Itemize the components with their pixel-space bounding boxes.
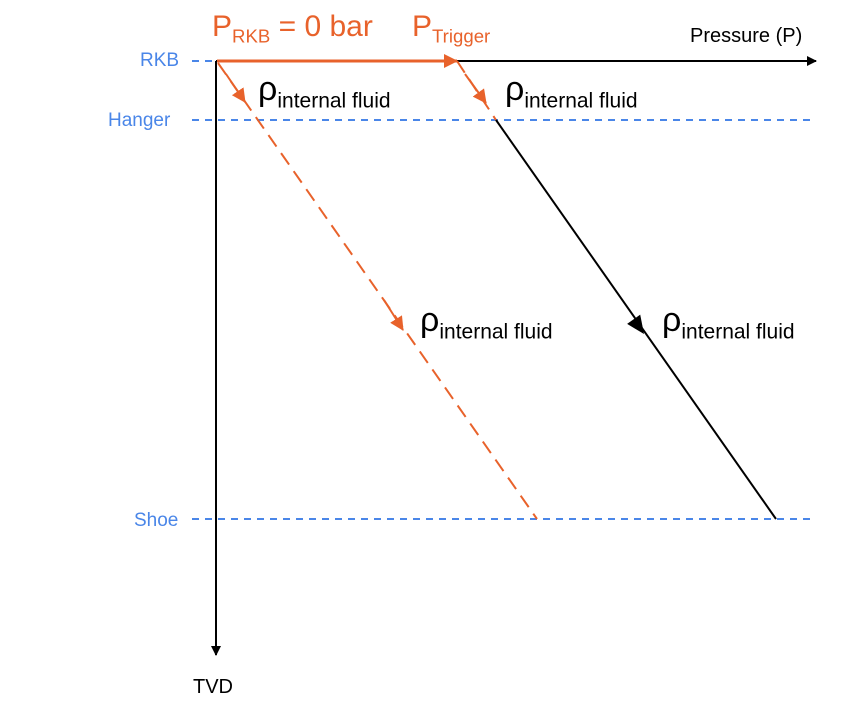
rho-label-upper-right: ρinternal fluid bbox=[505, 70, 638, 113]
depth-label-rkb: RKB bbox=[140, 50, 180, 71]
rho-label-lower-left: ρinternal fluid bbox=[420, 301, 553, 344]
rho-label-lower-right: ρinternal fluid bbox=[662, 301, 795, 344]
gradient-arrow-lower-right bbox=[627, 314, 644, 334]
gradient-arrow-lower-left bbox=[383, 299, 404, 331]
y-axis-label: TVD bbox=[193, 676, 233, 698]
gradient-arrow-upper-right bbox=[464, 73, 487, 104]
zero-pressure-gradient-line bbox=[217, 62, 538, 520]
rho-label-upper-left: ρinternal fluid bbox=[258, 70, 391, 113]
depth-label-hanger: Hanger bbox=[108, 110, 171, 131]
p-rkb-label: PRKB = 0 bar bbox=[212, 10, 373, 47]
x-axis-label: Pressure (P) bbox=[690, 25, 803, 47]
p-trigger-label: PTrigger bbox=[412, 10, 491, 47]
depth-label-shoe: Shoe bbox=[134, 510, 179, 531]
gradient-arrow-upper-left bbox=[225, 73, 246, 103]
